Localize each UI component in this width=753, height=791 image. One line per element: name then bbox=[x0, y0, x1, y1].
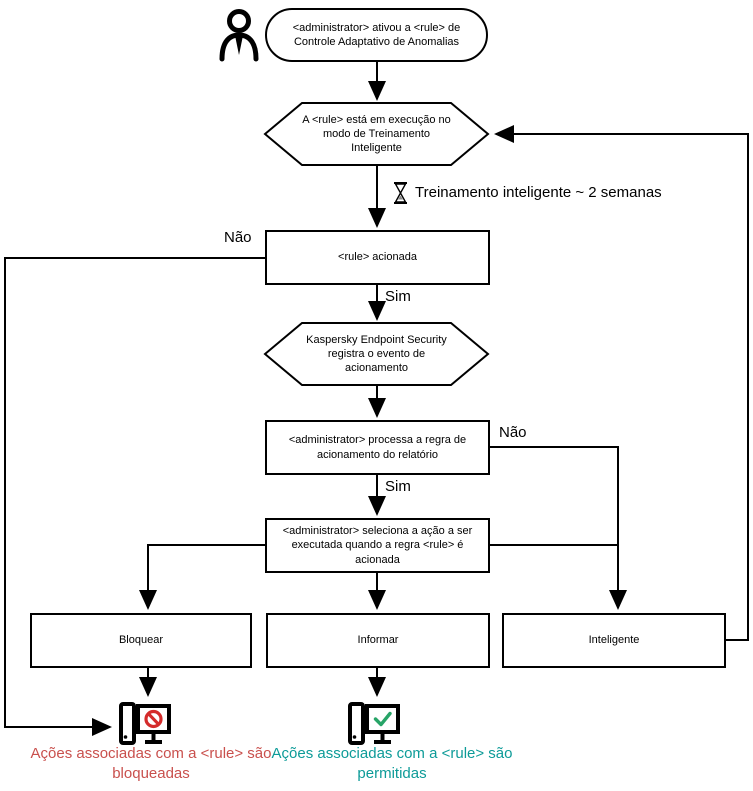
check-icon bbox=[373, 711, 392, 727]
training-duration-label: Treinamento inteligente ~ 2 semanas bbox=[415, 183, 662, 201]
arrow-triggered-no-loop-left bbox=[4, 257, 265, 736]
branch-label-no-left: Não bbox=[224, 229, 252, 246]
rule-triggered-label: <rule> acionada bbox=[338, 251, 417, 264]
computer-blocked-icon bbox=[119, 702, 171, 745]
action-smart-label: Inteligente bbox=[588, 634, 640, 647]
hexagon-registers-event: Kaspersky Endpoint Security registra o e… bbox=[267, 323, 486, 385]
arrow-process-no-to-smart bbox=[490, 446, 627, 610]
action-block-node: Bloquear bbox=[30, 613, 252, 668]
hexagon-training-mode: A <rule> está em execução no modo de Tre… bbox=[267, 103, 486, 165]
start-node: <administrator> ativou a <rule> de Contr… bbox=[265, 8, 488, 62]
arrow-select-to-block bbox=[139, 544, 265, 610]
process-rule-label: <administrator> processa a regra de acio… bbox=[288, 434, 467, 461]
administrator-person-icon bbox=[219, 9, 259, 62]
action-smart-node: Inteligente bbox=[502, 613, 726, 668]
result-blocked-label: Ações associadas com a <rule> são bloque… bbox=[30, 745, 272, 782]
branch-label-no-right: Não bbox=[499, 424, 527, 441]
action-inform-label: Informar bbox=[357, 634, 399, 647]
action-inform-node: Informar bbox=[266, 613, 490, 668]
hexagon-registers-label: Kaspersky Endpoint Security registra o e… bbox=[306, 333, 447, 375]
action-block-label: Bloquear bbox=[118, 634, 164, 647]
arrow-smart-loop-back bbox=[494, 125, 749, 641]
select-action-node: <administrator> seleciona a ação a ser e… bbox=[265, 518, 490, 573]
hexagon-training-shape bbox=[263, 102, 490, 166]
process-rule-node: <administrator> processa a regra de acio… bbox=[265, 420, 490, 475]
branch-label-yes-2: Sim bbox=[385, 478, 411, 495]
branch-label-yes-1: Sim bbox=[385, 288, 411, 305]
select-action-label: <administrator> seleciona a ação a ser e… bbox=[282, 525, 473, 566]
start-node-label: <administrator> ativou a <rule> de Contr… bbox=[292, 21, 461, 48]
rule-triggered-node: <rule> acionada bbox=[265, 230, 490, 285]
training-duration-note: Treinamento inteligente ~ 2 semanas bbox=[393, 182, 662, 204]
hexagon-training-label: A <rule> está em execução no modo de Tre… bbox=[302, 113, 451, 155]
hourglass-icon bbox=[394, 182, 407, 204]
hexagon-registers-shape bbox=[263, 322, 490, 386]
result-allowed-label: Ações associadas com a <rule> são permit… bbox=[271, 745, 513, 782]
computer-allowed-icon bbox=[348, 702, 400, 745]
prohibit-icon bbox=[144, 709, 163, 729]
